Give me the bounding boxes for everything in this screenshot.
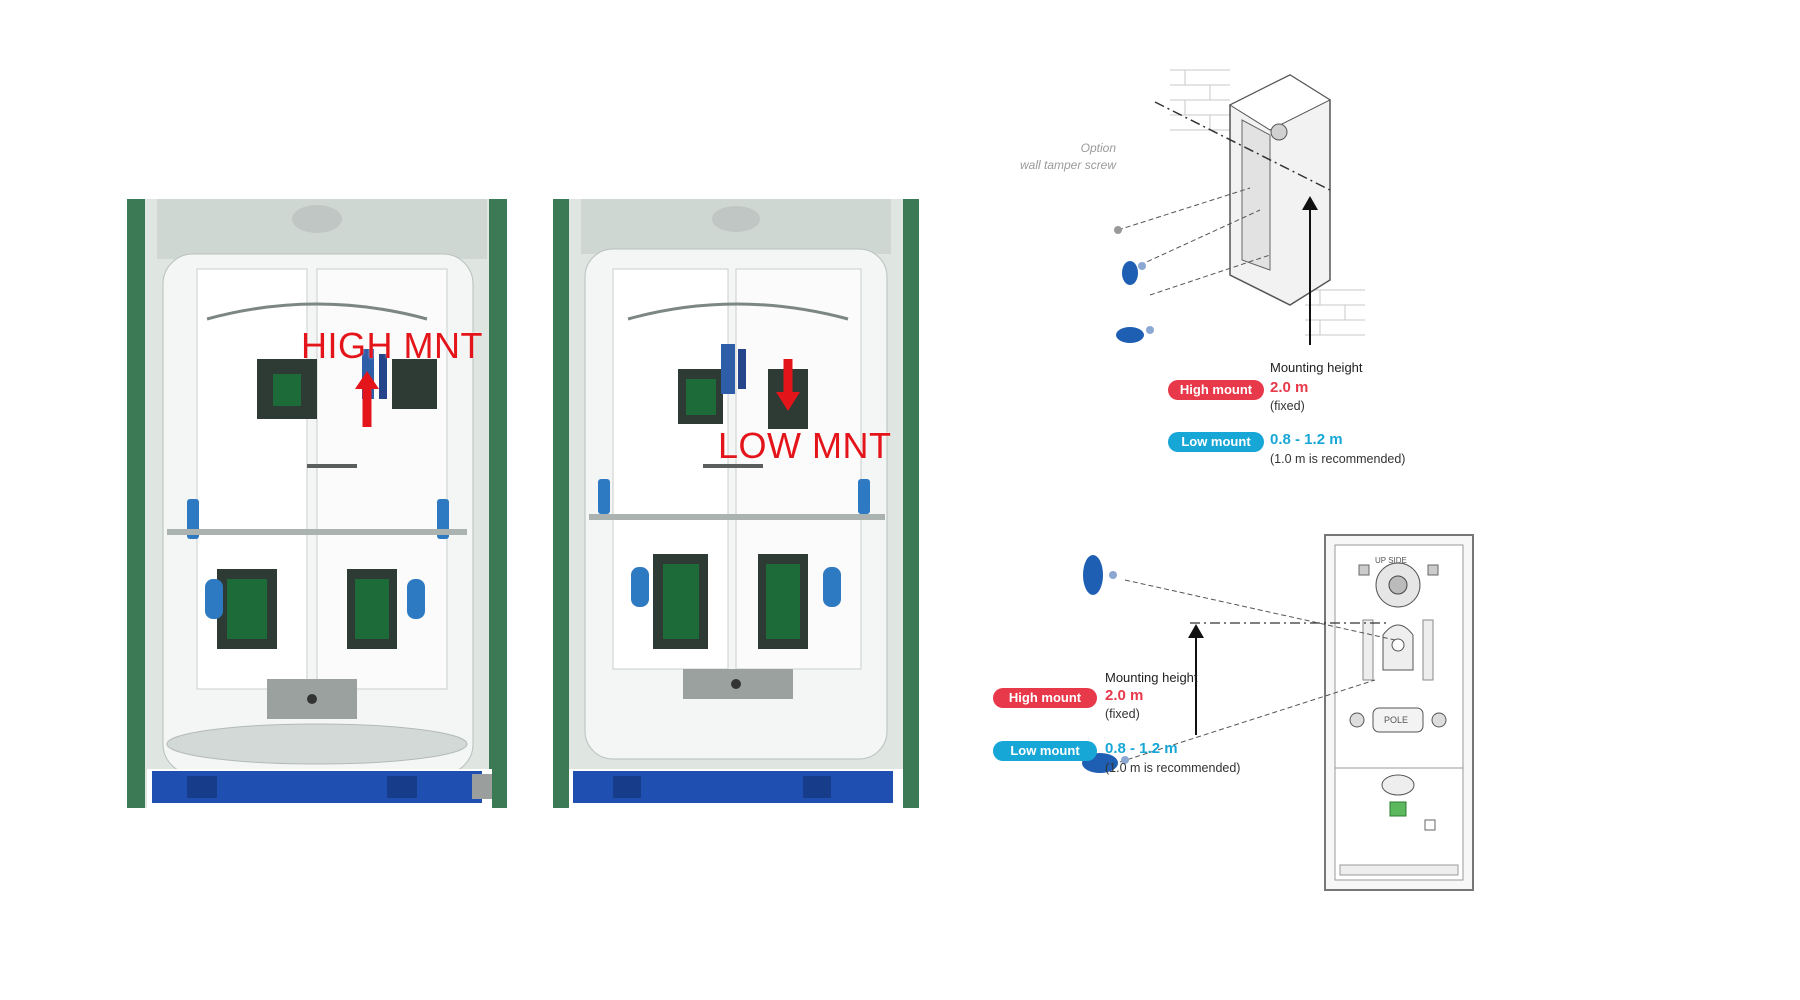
bottom-low-mount-badge: Low mount [993,741,1097,761]
top-high-mount-value: 2.0 m [1270,379,1309,396]
sensor-photo-high-mount-drawing [127,199,507,808]
sensor-photo-high-mount: HIGH MNT [127,199,507,808]
top-high-mount-sub: (fixed) [1270,399,1305,413]
top-low-mount-badge: Low mount [1168,432,1264,452]
pole-mount-illustration [1082,534,1474,891]
top-low-mount-value: 0.8 - 1.2 m [1270,431,1343,448]
top-mounting-height-label: Mounting height [1270,360,1363,375]
bottom-low-mount-sub: (1.0 m is recommended) [1105,761,1241,775]
pole-mount-diagram: Mounting height High mount 2.0 m (fixed)… [985,520,1485,900]
bottom-high-mount-value: 2.0 m [1105,687,1144,704]
bottom-high-mount-badge: High mount [993,688,1097,708]
wall-tamper-screw-note: Option wall tamper screw [1020,140,1116,174]
board-pole-label: POLE [1384,715,1409,725]
option-note-text: Option wall tamper screw [1020,141,1117,172]
top-high-mount-badge: High mount [1168,380,1264,400]
bottom-mounting-height-label: Mounting height [1105,670,1198,685]
sensor-photo-low-mount: LOW MNT [553,199,919,808]
bottom-high-mount-sub: (fixed) [1105,707,1140,721]
top-low-mount-sub: (1.0 m is recommended) [1270,452,1406,466]
bottom-low-mount-value: 0.8 - 1.2 m [1105,740,1178,757]
wall-mount-illustration [1114,69,1365,345]
high-mnt-caption: HIGH MNT [301,325,483,366]
wall-mount-diagram: Option wall tamper screw Mounting height… [1000,60,1450,480]
sensor-photo-low-mount-drawing [553,199,919,808]
board-up-side-label: UP SIDE [1375,556,1407,565]
low-mnt-caption: LOW MNT [718,425,892,466]
